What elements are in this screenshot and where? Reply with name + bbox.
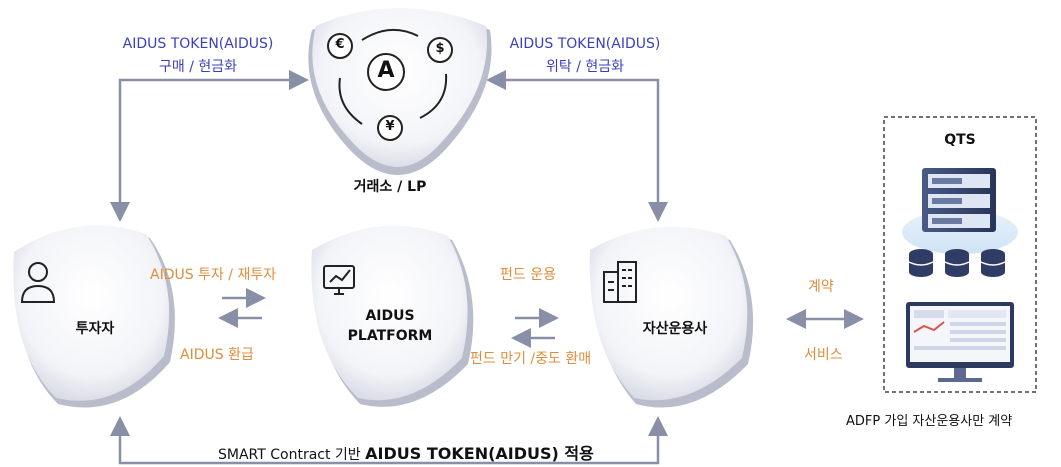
swap-icon-right <box>511 308 559 348</box>
service-label: 서비스 <box>804 347 843 363</box>
dollar-symbol: $ <box>435 41 445 56</box>
invest-flow-label: AIDUS 투자 / 재투자 <box>150 267 277 283</box>
building-icon <box>603 261 637 303</box>
exchange-label: 거래소 / LP <box>353 179 427 195</box>
platform-node <box>311 225 474 407</box>
exchange-right-title: AIDUS TOKEN(AIDUS) <box>509 36 661 52</box>
qts-note: ADFP 가입 자산운용사만 계약 <box>846 414 1013 429</box>
yen-symbol: ¥ <box>385 119 395 134</box>
database-icon-3 <box>980 249 1006 277</box>
qts-box <box>883 116 1037 393</box>
dashboard-monitor-icon <box>906 302 1014 382</box>
exchange-left-title: AIDUS TOKEN(AIDUS) <box>122 36 274 52</box>
smart-contract-caption: SMART Contract 기반 AIDUS TOKEN(AIDUS) 적용 <box>218 440 594 464</box>
connector-lines <box>110 70 864 465</box>
exchange-left-subtitle: 구매 / 현금화 <box>158 59 238 75</box>
refund-flow-label: AIDUS 환급 <box>180 347 254 363</box>
platform-label-line2: PLATFORM <box>347 328 433 344</box>
fund-operation-label: 펀드 운용 <box>500 267 556 283</box>
asset-manager-node <box>589 226 754 408</box>
investor-node <box>13 225 175 408</box>
monitor-chart-icon <box>323 265 355 295</box>
asset-manager-label: 자산운용사 <box>642 321 708 337</box>
database-icons <box>908 249 1006 277</box>
fund-maturity-label: 펀드 만기 /중도 환매 <box>470 351 592 367</box>
yen-coin-icon <box>377 115 403 141</box>
exchange-right-subtitle: 위탁 / 현금화 <box>545 59 625 75</box>
smart-contract-emphasis: AIDUS TOKEN(AIDUS) 적용 <box>365 444 594 463</box>
dollar-coin-icon <box>427 37 453 63</box>
euro-coin-icon <box>327 33 353 59</box>
swap-icon-left <box>218 288 266 328</box>
server-icon <box>902 168 1018 254</box>
qts-title: QTS <box>944 132 976 148</box>
smart-contract-prefix: SMART Contract 기반 <box>218 447 366 463</box>
cycle-arrows-icon <box>338 29 448 125</box>
aidus-coin-icon <box>367 53 405 91</box>
database-icon-2 <box>944 249 970 277</box>
person-icon <box>20 262 56 303</box>
investor-label: 투자자 <box>75 321 115 337</box>
contract-label: 계약 <box>808 279 834 295</box>
exchange-node <box>308 8 492 175</box>
aidus-symbol: A <box>377 58 395 83</box>
euro-symbol: € <box>335 37 345 52</box>
database-icon-1 <box>908 249 934 277</box>
platform-label-line1: AIDUS <box>365 308 415 324</box>
